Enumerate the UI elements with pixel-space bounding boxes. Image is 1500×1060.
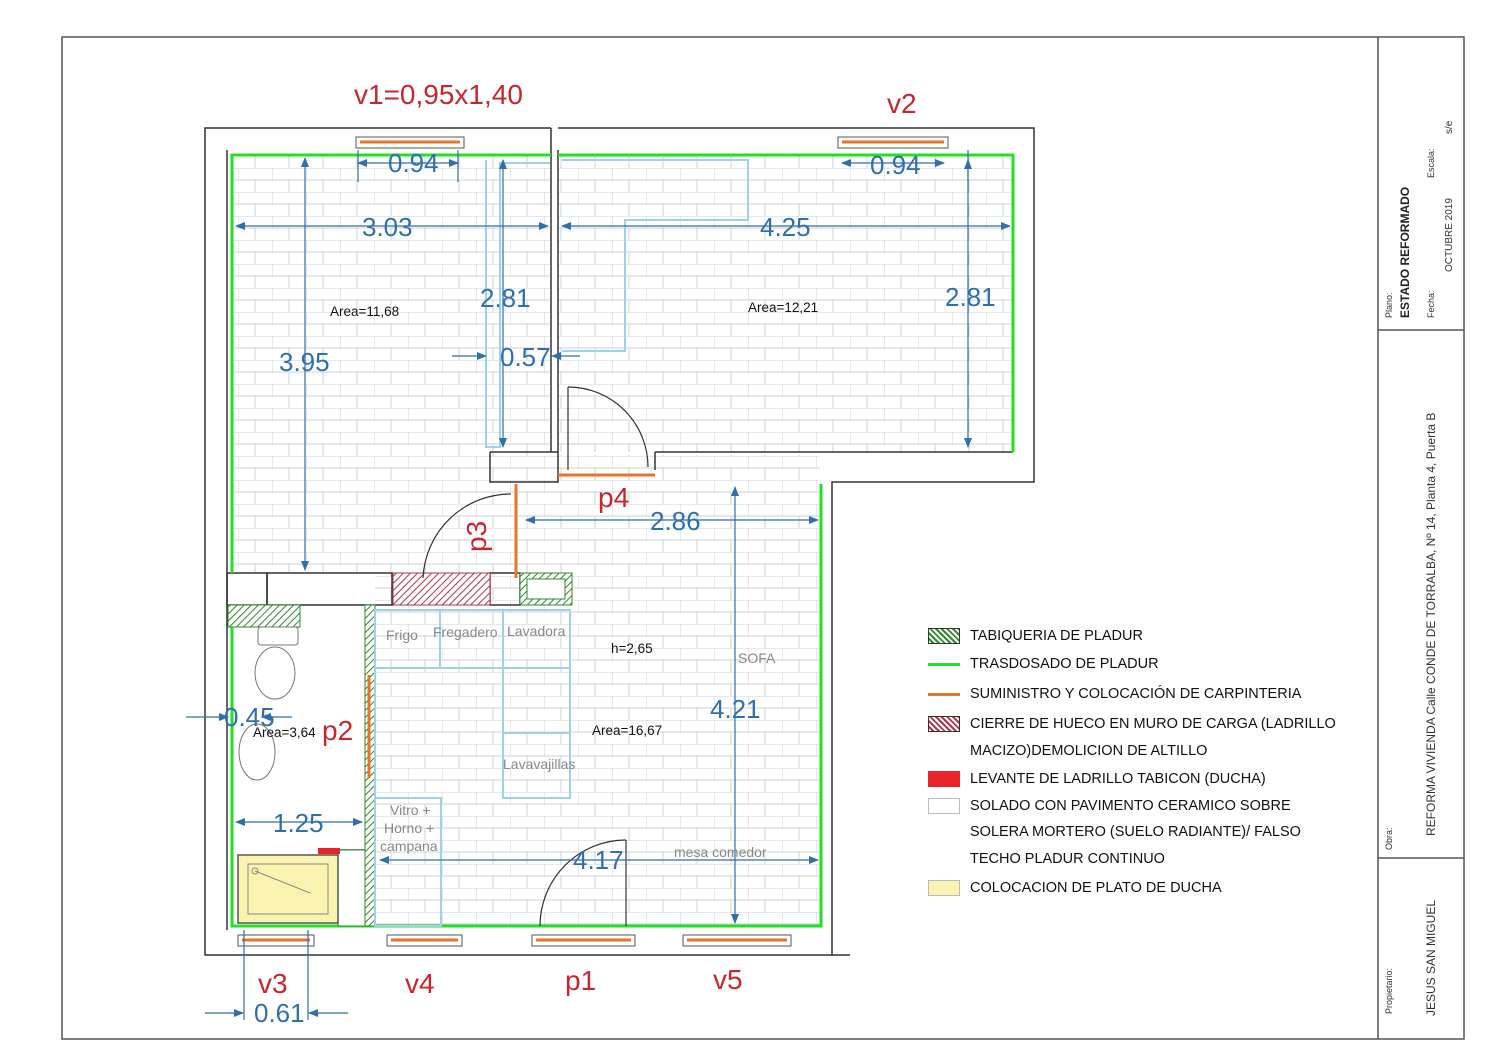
ceiling-height: h=2,65 bbox=[611, 641, 653, 656]
label-vitro-line3: campana bbox=[380, 838, 438, 854]
label-mesa-comedor: mesa comedor bbox=[674, 844, 767, 860]
legend-label-solado-line3: TECHO PLADUR CONTINUO bbox=[970, 851, 1165, 867]
title-escala-label: Escala: bbox=[1426, 148, 1436, 178]
label-sofa: SOFA bbox=[738, 650, 776, 666]
title-escala-value: s/e bbox=[1444, 120, 1455, 134]
legend-swatch-solado bbox=[928, 798, 960, 814]
dim-2-86: 2.86 bbox=[650, 506, 701, 536]
title-fecha-value: OCTUBRE 2019 bbox=[1444, 198, 1455, 272]
label-v4: v4 bbox=[405, 968, 435, 999]
label-lavavajillas: Lavavajillas bbox=[503, 756, 575, 772]
label-v5: v5 bbox=[713, 964, 743, 995]
title-plano-value: ESTADO REFORMADO bbox=[1398, 186, 1412, 318]
title-fecha-label: Fecha: bbox=[1426, 290, 1436, 318]
legend-item-tabiqueria: TABIQUERIA DE PLADUR bbox=[928, 626, 1143, 646]
dim-3-03: 3.03 bbox=[362, 212, 413, 242]
area-bedroom-1: Area=11,68 bbox=[330, 304, 399, 319]
label-p3: p3 bbox=[461, 521, 492, 552]
legend-item-solado: SOLADO CON PAVIMENTO CERAMICO SOBRE bbox=[928, 796, 1291, 816]
legend-label-levante: LEVANTE DE LADRILLO TABICON (DUCHA) bbox=[970, 771, 1266, 787]
area-labels: Area=11,68 Area=12,21 Area=3,64 Area=16,… bbox=[253, 300, 818, 740]
opening-labels: v1=0,95x1,40 v2 p4 p3 p2 v3 v4 p1 v5 bbox=[258, 79, 917, 999]
label-v2: v2 bbox=[887, 88, 917, 119]
legend-item-trasdosado: TRASDOSADO DE PLADUR bbox=[928, 654, 1159, 674]
legend-label-trasdosado: TRASDOSADO DE PLADUR bbox=[970, 656, 1159, 672]
dim-0-94-a: 0.94 bbox=[388, 148, 439, 178]
dim-0-45: 0.45 bbox=[224, 702, 275, 732]
title-plano-label: Plano: bbox=[1384, 292, 1394, 318]
sanitary-fixtures bbox=[238, 626, 299, 781]
label-frigo: Frigo bbox=[386, 627, 418, 643]
legend-swatch-cierre bbox=[928, 716, 960, 732]
label-lavadora: Lavadora bbox=[507, 623, 566, 639]
label-p2: p2 bbox=[322, 715, 353, 746]
legend-label-solado-line2: SOLERA MORTERO (SUELO RADIANTE)/ FALSO bbox=[970, 824, 1301, 840]
trasdosado-lines bbox=[230, 153, 1015, 928]
cierre-hueco bbox=[392, 572, 491, 606]
sheet-border bbox=[61, 36, 1465, 1040]
title-obra-value: REFORMA VIVIENDA Calle CONDE DE TORRALBA… bbox=[1424, 412, 1438, 836]
legend-label-cierre-line2: MACIZO)DEMOLICION DE ALTILLO bbox=[970, 743, 1208, 759]
dim-3-95: 3.95 bbox=[279, 347, 330, 377]
area-living: Area=16,67 bbox=[592, 723, 662, 738]
fixtures bbox=[374, 159, 749, 927]
area-bathroom: Area=3,64 bbox=[253, 725, 316, 740]
legend-swatch-levante bbox=[928, 771, 960, 787]
dimension-labels: 0.94 0.94 3.03 4.25 2.81 2.81 3.95 0.57 … bbox=[224, 148, 996, 1028]
dim-4-21: 4.21 bbox=[710, 694, 761, 724]
dim-2-81-b: 2.81 bbox=[945, 282, 996, 312]
carpinteria bbox=[237, 136, 949, 947]
legend-swatch-trasdosado bbox=[928, 662, 960, 666]
legend-label-tabiqueria: TABIQUERIA DE PLADUR bbox=[970, 628, 1143, 644]
dimension-lines bbox=[186, 150, 1011, 1020]
dim-4-25: 4.25 bbox=[760, 212, 811, 242]
area-bedroom-2: Area=12,21 bbox=[748, 300, 818, 315]
dim-0-61: 0.61 bbox=[254, 998, 305, 1028]
label-v3: v3 bbox=[258, 968, 288, 999]
floor-tiles bbox=[232, 155, 1013, 926]
legend-label-solado-line1: SOLADO CON PAVIMENTO CERAMICO SOBRE bbox=[970, 798, 1291, 814]
legend-swatch-carpinteria bbox=[928, 692, 960, 696]
dim-0-57: 0.57 bbox=[500, 342, 551, 372]
title-propietario-label: Propietario: bbox=[1384, 967, 1394, 1014]
label-vitro-line1: Vitro + bbox=[390, 802, 431, 818]
legend-label-cierre-line1: CIERRE DE HUECO EN MURO DE CARGA (LADRIL… bbox=[970, 716, 1336, 732]
label-fregadero: Fregadero bbox=[433, 624, 498, 640]
legend-item-plato: COLOCACION DE PLATO DE DUCHA bbox=[928, 878, 1222, 898]
dim-4-17: 4.17 bbox=[573, 845, 624, 875]
dim-0-94-b: 0.94 bbox=[870, 150, 921, 180]
shower-tray bbox=[237, 854, 339, 924]
dim-2-81-a: 2.81 bbox=[480, 283, 531, 313]
label-vitro-line2: Horno + bbox=[384, 820, 434, 836]
label-p1: p1 bbox=[565, 965, 596, 996]
label-p4: p4 bbox=[598, 482, 629, 513]
title-obra-label: Obra: bbox=[1384, 827, 1394, 850]
levante-ladrillo bbox=[318, 848, 340, 854]
legend-label-plato: COLOCACION DE PLATO DE DUCHA bbox=[970, 880, 1222, 896]
legend-item-levante: LEVANTE DE LADRILLO TABICON (DUCHA) bbox=[928, 769, 1266, 789]
legend-item-carpinteria: SUMINISTRO Y COLOCACIÓN DE CARPINTERIA bbox=[928, 684, 1301, 704]
doors bbox=[422, 386, 649, 927]
legend-item-cierre: CIERRE DE HUECO EN MURO DE CARGA (LADRIL… bbox=[928, 714, 1336, 734]
exterior-walls bbox=[204, 127, 1035, 956]
dim-1-25: 1.25 bbox=[273, 808, 324, 838]
legend-swatch-plato bbox=[928, 880, 960, 896]
fixture-labels: Frigo Fregadero Lavadora Lavavajillas Vi… bbox=[380, 623, 776, 860]
label-v1: v1=0,95x1,40 bbox=[354, 79, 523, 110]
legend-swatch-tabiqueria bbox=[928, 628, 960, 644]
title-propietario-value: JESUS SAN MIGUEL bbox=[1424, 899, 1438, 1016]
legend-label-carpinteria: SUMINISTRO Y COLOCACIÓN DE CARPINTERIA bbox=[970, 686, 1302, 702]
